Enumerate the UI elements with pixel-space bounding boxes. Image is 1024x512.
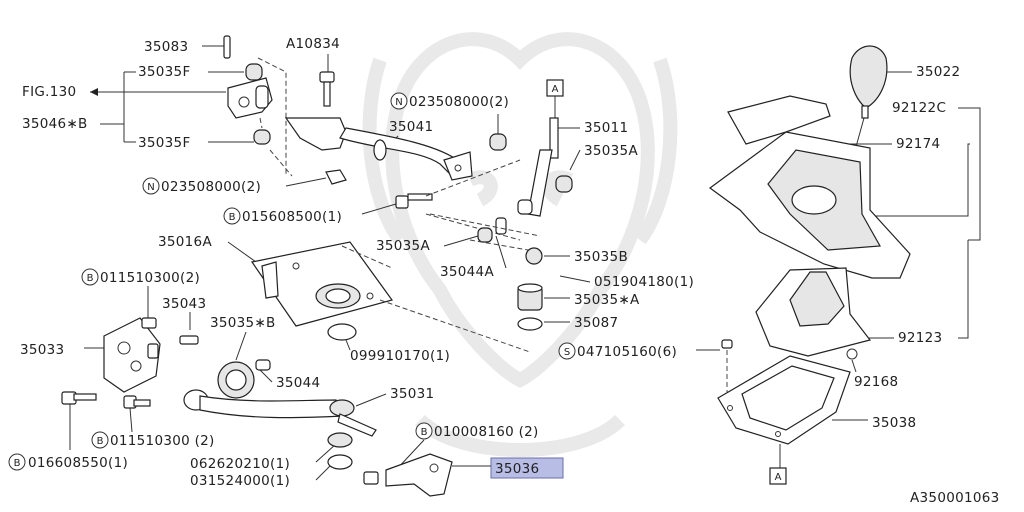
part-label-35035A-star: 35035∗A: [574, 292, 640, 308]
part-label-35035B-star: 35035∗B: [210, 315, 276, 331]
svg-text:B: B: [87, 273, 94, 284]
part-label-35044: 35044: [276, 375, 320, 391]
svg-text:A: A: [775, 472, 782, 483]
lever-35011: [517, 117, 559, 217]
part-label-B011510300-a: 011510300(2): [100, 270, 200, 286]
svg-text:S: S: [564, 347, 570, 358]
svg-text:N: N: [147, 182, 154, 193]
part-label-051904180: 051904180(1): [594, 274, 694, 290]
box-a-bottom: A: [769, 467, 787, 485]
svg-text:B: B: [97, 436, 104, 447]
part-label-92122C: 92122C: [892, 100, 946, 116]
plate-35038: [717, 355, 851, 445]
part-label-35016A: 35016A: [158, 234, 212, 250]
part-label-35035F-b: 35035F: [138, 135, 191, 151]
boot-92123: [755, 267, 872, 360]
box-a-top: A: [546, 79, 564, 97]
bushing-35035A-star: [517, 283, 543, 311]
watermark-emblem: [362, 32, 678, 457]
part-label-N023508000-a: 023508000(2): [409, 94, 509, 110]
bolt-011510300-b: [123, 395, 151, 409]
part-label-35083: 35083: [144, 39, 188, 55]
part-label-92123: 92123: [898, 330, 942, 346]
diagram-id: A350001063: [910, 490, 1000, 506]
highlight-35036[interactable]: [490, 457, 564, 479]
part-label-35035F-a: 35035F: [138, 64, 191, 80]
part-label-A10834: A10834: [286, 36, 340, 52]
part-label-35046B: 35046∗B: [22, 116, 88, 132]
part-label-35044A: 35044A: [440, 264, 494, 280]
marker-s-047105160: S: [558, 342, 576, 360]
ball-35035B: [525, 247, 543, 265]
part-label-35035B: 35035B: [574, 249, 628, 265]
part-label-92168: 92168: [854, 374, 898, 390]
part-label-B015608500: 015608500(1): [242, 209, 342, 225]
svg-text:B: B: [421, 427, 428, 438]
washer-062620210: [327, 432, 353, 448]
clip-099910170: [327, 323, 357, 341]
part-label-35041: 35041: [389, 119, 433, 135]
bracket-35046: [223, 35, 293, 177]
part-label-35036[interactable]: 35036: [495, 461, 539, 477]
bolt-015608500: [395, 193, 433, 209]
part-label-35033: 35033: [20, 342, 64, 358]
svg-text:N: N: [395, 97, 402, 108]
bolt-016608550: [61, 391, 97, 405]
part-label-35035A-b: 35035A: [376, 238, 430, 254]
marker-n-bottom: N: [142, 177, 160, 195]
part-label-92174: 92174: [896, 136, 940, 152]
part-label-35031: 35031: [390, 386, 434, 402]
bracket-35033: [103, 317, 199, 393]
marker-b-011510300-b: B: [91, 431, 109, 449]
bracket-35036: [363, 453, 453, 497]
ring-35087: [517, 317, 543, 331]
fig-ref-label: FIG.130: [22, 84, 76, 100]
part-label-099910170: 099910170(1): [350, 348, 450, 364]
ring-031524000: [327, 454, 353, 470]
console-92174: [708, 95, 911, 279]
marker-n-top: N: [390, 92, 408, 110]
svg-text:A: A: [552, 84, 559, 95]
bushing-35035B-star: [217, 359, 271, 399]
svg-text:B: B: [14, 458, 21, 469]
rod-35031: [183, 389, 377, 437]
marker-b-016608550: B: [8, 453, 26, 471]
part-label-B011510300-b: 011510300 (2): [110, 433, 215, 449]
part-label-35043: 35043: [162, 296, 206, 312]
rod-35041: [284, 117, 473, 181]
part-label-35035A-a: 35035A: [584, 143, 638, 159]
marker-b-015608500: B: [223, 207, 241, 225]
part-label-35087: 35087: [574, 315, 618, 331]
part-label-35038: 35038: [872, 415, 916, 431]
housing-35016A: [250, 241, 531, 353]
part-label-B016608550: 016608550(1): [28, 455, 128, 471]
part-label-062620210: 062620210(1): [190, 456, 290, 472]
fig-ref-group: FIG.130: [22, 84, 124, 100]
part-label-35022: 35022: [916, 64, 960, 80]
svg-text:B: B: [229, 212, 236, 223]
part-label-S047105160: 047105160(6): [577, 344, 677, 360]
part-label-N023508000-b: 023508000(2): [161, 179, 261, 195]
screw-047105160: [721, 339, 733, 349]
marker-b-011510300-a: B: [81, 268, 99, 286]
part-label-031524000: 031524000(1): [190, 473, 290, 489]
part-label-35011: 35011: [584, 120, 628, 136]
part-label-B010008160: 010008160 (2): [434, 424, 539, 440]
bolt-A10834: [319, 71, 335, 107]
marker-b-010008160: B: [415, 422, 433, 440]
